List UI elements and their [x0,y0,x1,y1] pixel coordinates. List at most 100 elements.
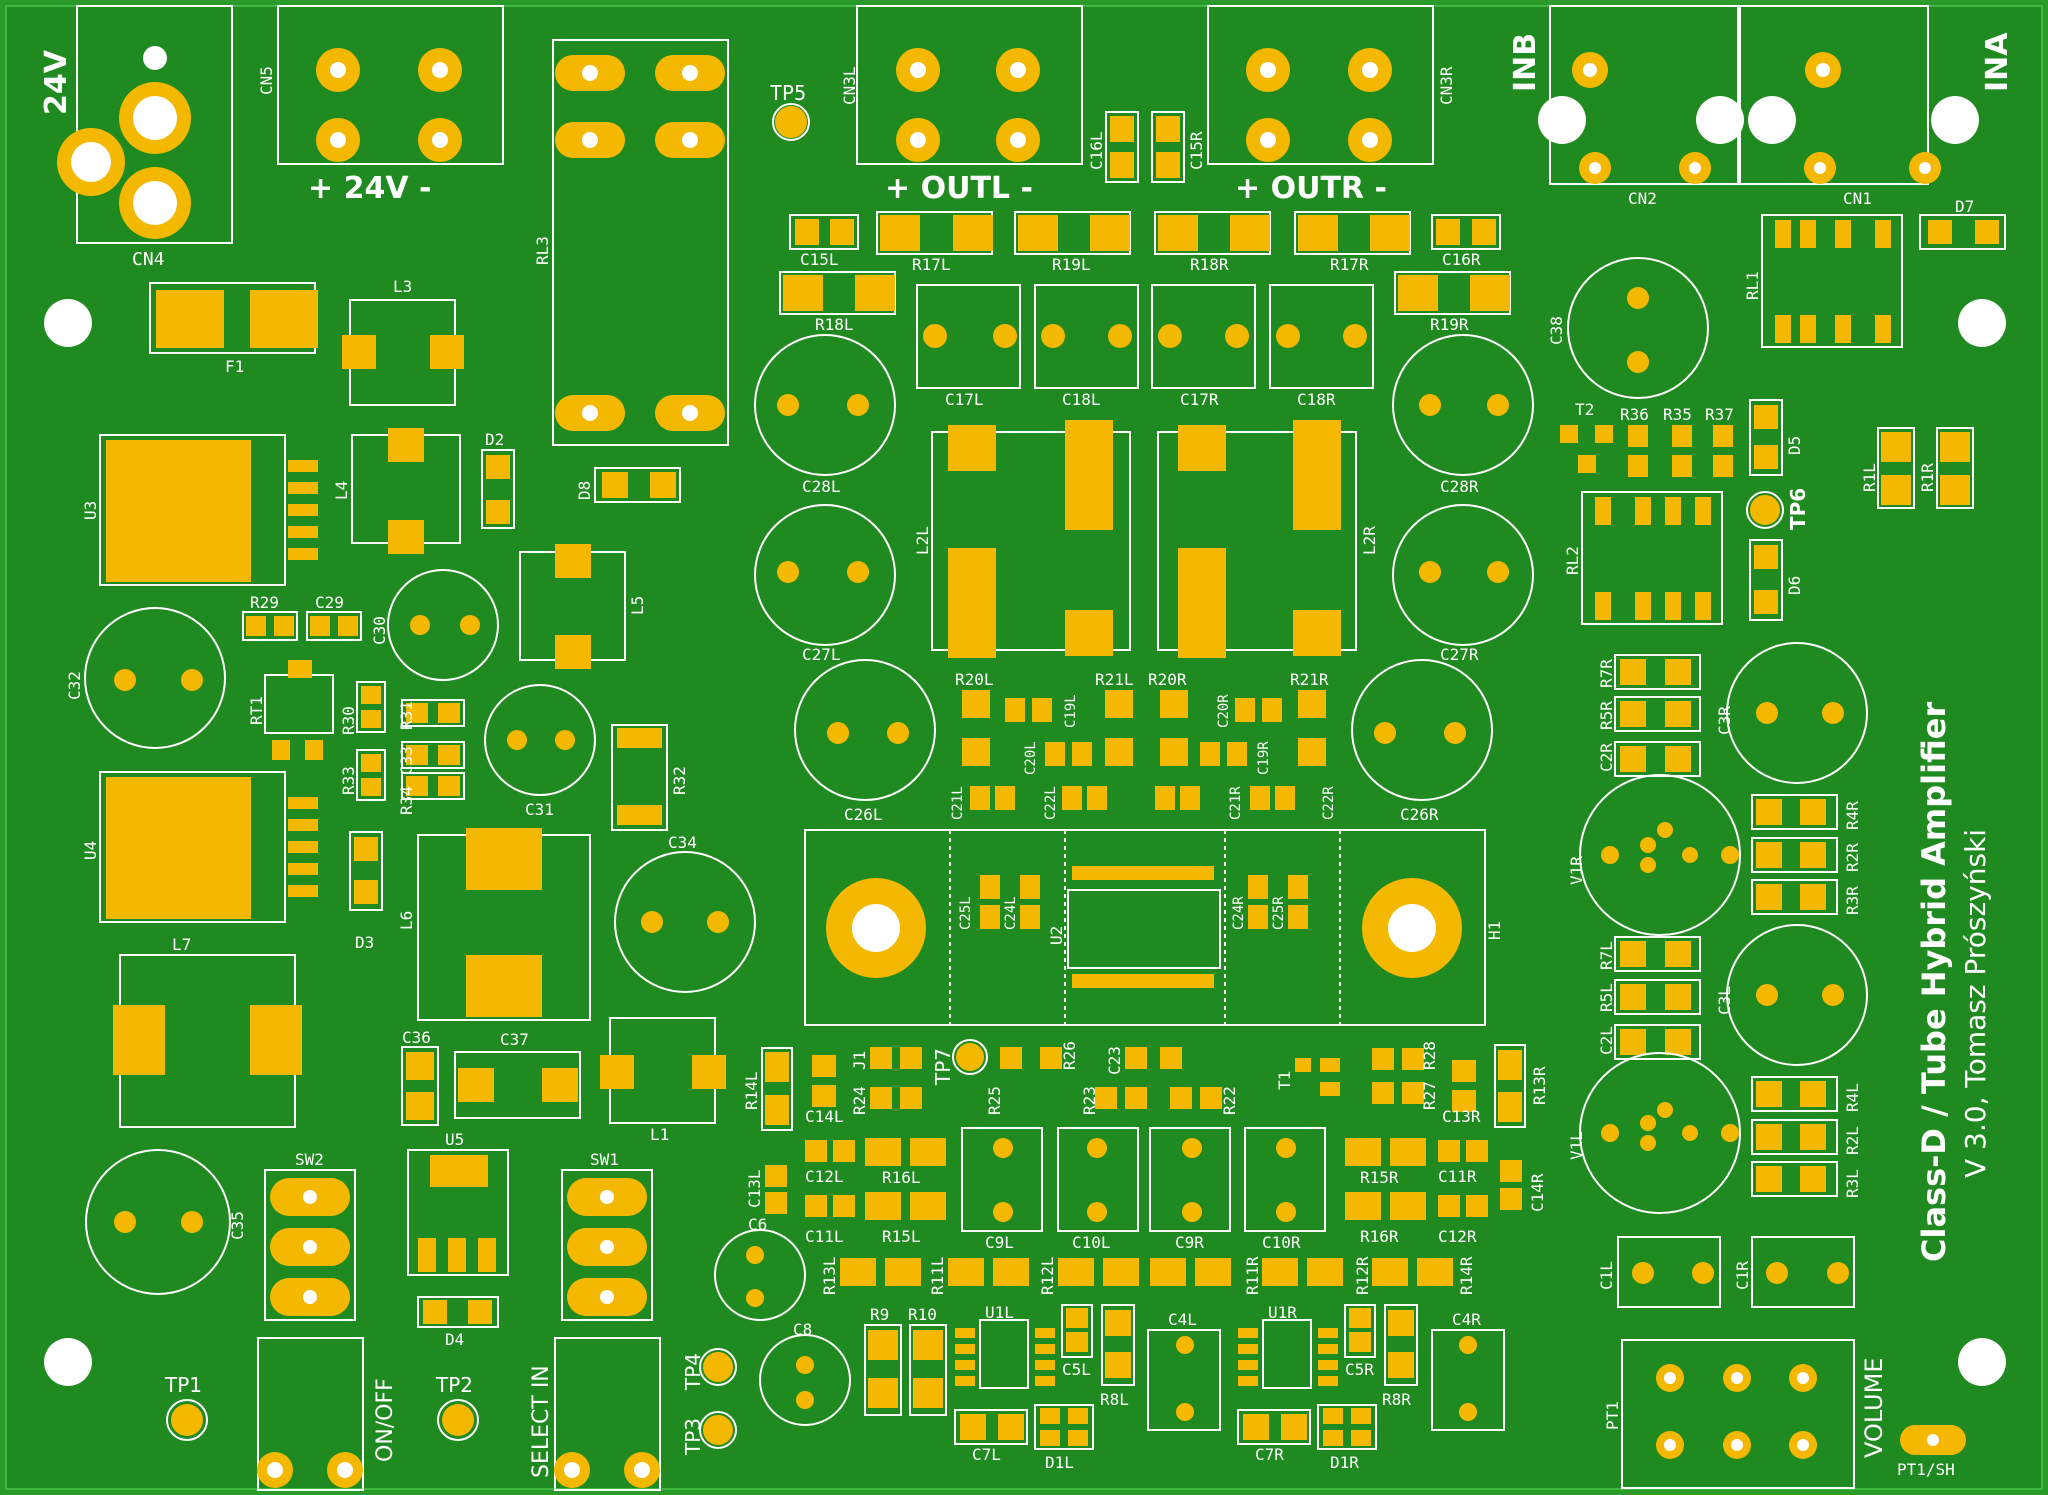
tp3-label: TP3 [681,1418,705,1456]
tp5-label: TP5 [770,81,806,105]
c14l-label: C14L [805,1107,844,1126]
c34-label: C34 [668,833,697,852]
pt1-volume-pot [1621,1339,1855,1489]
r18r-label: R18R [1190,255,1229,274]
r12r-label: R12R [1353,1256,1372,1295]
d1l-label: D1L [1045,1453,1074,1472]
u1r-label: U1R [1268,1303,1297,1322]
d1r-label: D1R [1330,1453,1359,1472]
cn5-polarity-label: + 24V - [308,171,431,206]
select-in-label: SELECT IN [529,1365,554,1478]
u2-amplifier-ic [1067,866,1221,988]
c25r-label: C25R [1271,896,1287,930]
rt1-label: RT1 [247,696,266,725]
d6-label: D6 [1785,576,1804,595]
cn2-input-jack [1538,5,1744,185]
cn4-label: CN4 [132,249,165,270]
rl1-relay [1761,214,1903,348]
v1l-label: V1L [1567,1131,1586,1160]
v1r-label: V1R [1567,856,1586,885]
r35-label: R35 [1663,405,1692,424]
r20r-label: R20R [1148,670,1187,689]
l7-label: L7 [172,935,191,954]
r14r-label: R14R [1457,1256,1476,1295]
r34-label: R34 [397,786,416,815]
preamp-row-3 [840,1258,1453,1286]
tp2-label: TP2 [435,1373,473,1397]
rl3-relay [552,39,729,446]
r29-label: R29 [250,593,279,612]
r7r-label: R7R [1597,659,1616,688]
r1r-label: R1R [1918,463,1937,492]
c9l-label: C9L [985,1233,1014,1252]
c7r-label: C7R [1255,1445,1284,1464]
c29-label: C29 [315,593,344,612]
r1l-label: R1L [1860,463,1879,492]
c24r-label: C24R [1231,896,1247,930]
r28-label: R28 [1420,1041,1439,1070]
coupling-caps-row [961,1127,1326,1232]
sw2-power-switch[interactable] [257,1169,364,1491]
r5r-label: R5R [1597,701,1616,730]
r4r-label: R4R [1843,801,1862,830]
c13l-label: C13L [745,1169,764,1208]
c20r-label: C20R [1216,694,1232,728]
r21l-label: R21L [1095,670,1134,689]
l2l-inductor [931,420,1131,658]
tp4-label: TP4 [681,1353,705,1391]
l3-label: L3 [393,277,412,296]
r37-label: R37 [1705,405,1734,424]
cn5-label: CN5 [257,66,276,95]
r17r-label: R17R [1330,255,1369,274]
gate-network [962,690,1326,810]
r13l-label: R13L [820,1256,839,1295]
t2-label: T2 [1575,400,1594,419]
r30-label: R30 [339,706,358,735]
c10l-label: C10L [1072,1233,1111,1252]
d8-label: D8 [575,481,594,500]
c28l-label: C28L [802,477,841,496]
c19l-label: C19L [1063,694,1079,728]
f1-label: F1 [225,357,244,376]
h1-heatsink [804,829,1486,1026]
r16l-label: R16L [882,1168,921,1187]
electrolytic-caps-right [1351,334,1534,801]
d7-label: D7 [1955,197,1974,216]
r31-label: R31 [397,701,416,730]
c3l-label: C3L [1715,986,1734,1015]
l2l-label: L2L [913,526,932,555]
film-caps-row [916,284,1374,389]
cn3l-label: CN3L [840,66,859,105]
c26r-label: C26R [1400,805,1439,824]
l1-label: L1 [650,1125,669,1144]
c28r-label: C28R [1440,477,1479,496]
l5-label: L5 [628,596,647,615]
u1l-label: U1L [985,1303,1014,1322]
r8r-label: R8R [1382,1390,1411,1409]
c22l-label: C22L [1043,786,1059,820]
l2r-label: L2R [1360,526,1379,555]
c23-label: C23 [1105,1046,1124,1075]
u5-label: U5 [445,1130,464,1149]
c9r-label: C9R [1175,1233,1204,1252]
out-left-label: + OUTL - [885,171,1033,206]
ina-label: INA [1980,32,2015,92]
c33-label: C33 [397,746,416,775]
power-24v-label: 24V [39,49,74,115]
c30-label: C30 [370,616,389,645]
d4-label: D4 [445,1330,464,1349]
u4-regulator [99,771,318,923]
c15l-label: C15L [800,250,839,269]
c13r-label: C13R [1442,1107,1481,1126]
c4l-label: C4L [1168,1310,1197,1329]
sw1-input-select-switch[interactable] [554,1169,661,1491]
r3r-label: R3R [1843,886,1862,915]
r15r-label: R15R [1360,1168,1399,1187]
r25-label: R25 [985,1086,1004,1115]
inb-label: INB [1508,33,1543,92]
volume-label: VOLUME [1860,1358,1888,1459]
c38-label: C38 [1547,316,1566,345]
d2-label: D2 [485,430,504,449]
tp6-label: TP6 [1786,488,1810,530]
r26-label: R26 [1060,1041,1079,1070]
